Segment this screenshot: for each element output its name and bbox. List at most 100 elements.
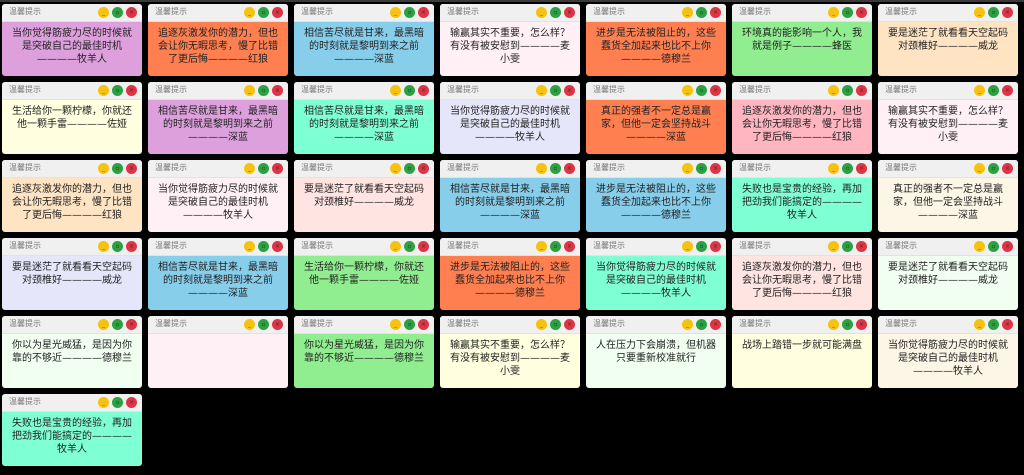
minimize-button[interactable]: _ [536,241,547,252]
minimize-button[interactable]: _ [828,241,839,252]
close-button[interactable]: × [272,319,283,330]
minimize-button[interactable]: _ [536,163,547,174]
minimize-button[interactable]: _ [98,397,109,408]
tip-window[interactable]: 温馨提示 _ ▫ × 进步是无法被阻止的，这些蠢货全加起来也比不上你————德穆… [440,238,580,310]
tip-window[interactable]: 温馨提示 _ ▫ × 追逐灰激发你的潜力，但也会让你无暇思考，慢了比错了更后悔—… [2,160,142,232]
title-bar[interactable]: 温馨提示 _ ▫ × [148,82,288,100]
title-bar[interactable]: 温馨提示 _ ▫ × [2,160,142,178]
close-button[interactable]: × [272,241,283,252]
tip-window[interactable]: 温馨提示 _ ▫ × 输赢其实不重要，怎么样？有没有被安慰到————麦小雯 [440,316,580,388]
title-bar[interactable]: 温馨提示 _ ▫ × [294,238,434,256]
maximize-button[interactable]: ▫ [258,163,269,174]
close-button[interactable]: × [856,163,867,174]
maximize-button[interactable]: ▫ [842,7,853,18]
close-button[interactable]: × [564,7,575,18]
title-bar[interactable]: 温馨提示 _ ▫ × [2,238,142,256]
close-button[interactable]: × [1002,85,1013,96]
maximize-button[interactable]: ▫ [842,319,853,330]
title-bar[interactable]: 温馨提示 _ ▫ × [294,4,434,22]
close-button[interactable]: × [126,397,137,408]
title-bar[interactable]: 温馨提示 _ ▫ × [586,238,726,256]
maximize-button[interactable]: ▫ [988,319,999,330]
title-bar[interactable]: 温馨提示 _ ▫ × [878,4,1018,22]
minimize-button[interactable]: _ [828,319,839,330]
tip-window[interactable]: 温馨提示 _ ▫ × 人在压力下会崩溃，但机器只要重新校准就行 [586,316,726,388]
close-button[interactable]: × [418,7,429,18]
minimize-button[interactable]: _ [682,319,693,330]
maximize-button[interactable]: ▫ [258,319,269,330]
maximize-button[interactable]: ▫ [404,85,415,96]
minimize-button[interactable]: _ [682,7,693,18]
maximize-button[interactable]: ▫ [404,7,415,18]
tip-window[interactable]: 温馨提示 _ ▫ × 相信苦尽就是甘来，最黑暗的时刻就是黎明到来之前————深蓝 [294,82,434,154]
maximize-button[interactable]: ▫ [112,163,123,174]
close-button[interactable]: × [126,241,137,252]
close-button[interactable]: × [1002,7,1013,18]
tip-window[interactable]: 温馨提示 _ ▫ × 真正的强者不一定总是赢家，但他一定会坚持战斗————深蓝 [878,160,1018,232]
title-bar[interactable]: 温馨提示 _ ▫ × [148,4,288,22]
maximize-button[interactable]: ▫ [696,85,707,96]
title-bar[interactable]: 温馨提示 _ ▫ × [440,316,580,334]
minimize-button[interactable]: _ [390,319,401,330]
maximize-button[interactable]: ▫ [404,163,415,174]
close-button[interactable]: × [418,241,429,252]
tip-window[interactable]: 温馨提示 _ ▫ × 追逐灰激发你的潜力，但也会让你无暇思考，慢了比错了更后悔—… [732,238,872,310]
maximize-button[interactable]: ▫ [696,163,707,174]
tip-window[interactable]: 温馨提示 _ ▫ × 要是迷茫了就看看天空起码对颈椎好————威龙 [878,238,1018,310]
close-button[interactable]: × [710,163,721,174]
close-button[interactable]: × [1002,319,1013,330]
title-bar[interactable]: 温馨提示 _ ▫ × [440,4,580,22]
close-button[interactable]: × [856,85,867,96]
maximize-button[interactable]: ▫ [842,241,853,252]
tip-window[interactable]: 温馨提示 _ ▫ × 你以为星光威猛，是因为你靠的不够近————德穆兰 [294,316,434,388]
tip-window[interactable]: 温馨提示 _ ▫ × 输赢其实不重要，怎么样？有没有被安慰到————麦小雯 [878,82,1018,154]
tip-window[interactable]: 温馨提示 _ ▫ × 相信苦尽就是甘来，最黑暗的时刻就是黎明到来之前————深蓝 [148,238,288,310]
title-bar[interactable]: 温馨提示 _ ▫ × [732,238,872,256]
minimize-button[interactable]: _ [390,241,401,252]
minimize-button[interactable]: _ [682,163,693,174]
title-bar[interactable]: 温馨提示 _ ▫ × [2,82,142,100]
title-bar[interactable]: 温馨提示 _ ▫ × [440,160,580,178]
maximize-button[interactable]: ▫ [696,319,707,330]
close-button[interactable]: × [710,319,721,330]
close-button[interactable]: × [418,85,429,96]
tip-window[interactable]: 温馨提示 _ ▫ × 要是迷茫了就看看天空起码对颈椎好————威龙 [878,4,1018,76]
minimize-button[interactable]: _ [828,7,839,18]
maximize-button[interactable]: ▫ [258,241,269,252]
minimize-button[interactable]: _ [98,319,109,330]
minimize-button[interactable]: _ [98,241,109,252]
maximize-button[interactable]: ▫ [112,397,123,408]
close-button[interactable]: × [710,241,721,252]
title-bar[interactable]: 温馨提示 _ ▫ × [586,316,726,334]
close-button[interactable]: × [564,163,575,174]
minimize-button[interactable]: _ [828,85,839,96]
maximize-button[interactable]: ▫ [258,85,269,96]
tip-window[interactable]: 温馨提示 _ ▫ × 相信苦尽就是甘来，最黑暗的时刻就是黎明到来之前————深蓝 [148,82,288,154]
maximize-button[interactable]: ▫ [988,85,999,96]
title-bar[interactable]: 温馨提示 _ ▫ × [878,82,1018,100]
minimize-button[interactable]: _ [390,163,401,174]
maximize-button[interactable]: ▫ [550,319,561,330]
title-bar[interactable]: 温馨提示 _ ▫ × [294,160,434,178]
maximize-button[interactable]: ▫ [696,241,707,252]
title-bar[interactable]: 温馨提示 _ ▫ × [878,238,1018,256]
close-button[interactable]: × [126,7,137,18]
maximize-button[interactable]: ▫ [550,85,561,96]
tip-window[interactable]: 温馨提示 _ ▫ × 相信苦尽就是甘来，最黑暗的时刻就是黎明到来之前————深蓝 [440,160,580,232]
maximize-button[interactable]: ▫ [842,163,853,174]
title-bar[interactable]: 温馨提示 _ ▫ × [148,238,288,256]
tip-window[interactable]: 温馨提示 _ ▫ × 要是迷茫了就看看天空起码对颈椎好————威龙 [2,238,142,310]
title-bar[interactable]: 温馨提示 _ ▫ × [878,160,1018,178]
minimize-button[interactable]: _ [98,85,109,96]
title-bar[interactable]: 温馨提示 _ ▫ × [148,160,288,178]
maximize-button[interactable]: ▫ [550,241,561,252]
close-button[interactable]: × [564,241,575,252]
tip-window[interactable]: 温馨提示 _ ▫ × 当你觉得筋疲力尽的时候就是突破自己的最佳时机————牧羊人 [878,316,1018,388]
title-bar[interactable]: 温馨提示 _ ▫ × [878,316,1018,334]
close-button[interactable]: × [126,319,137,330]
maximize-button[interactable]: ▫ [550,163,561,174]
minimize-button[interactable]: _ [974,7,985,18]
tip-window[interactable]: 温馨提示 _ ▫ × 要是迷茫了就看看天空起码对颈椎好————威龙 [294,160,434,232]
maximize-button[interactable]: ▫ [112,7,123,18]
tip-window[interactable]: 温馨提示 _ ▫ × 失败也是宝贵的经验，再加把劲我们能搞定的————牧羊人 [732,160,872,232]
